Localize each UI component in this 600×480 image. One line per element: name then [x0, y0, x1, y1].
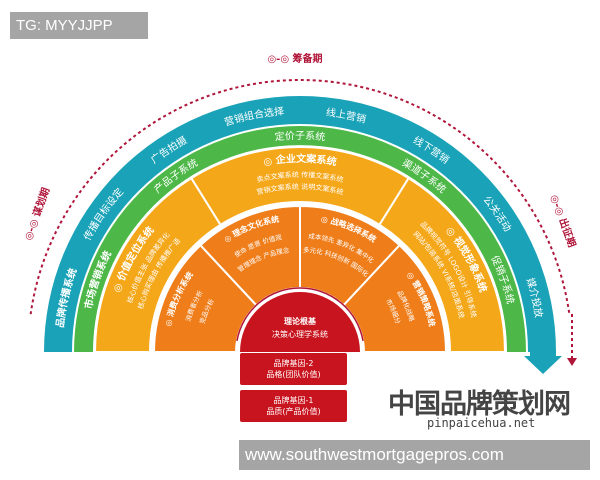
logo-domain: pinpaicehua.net [427, 416, 536, 430]
brand-gene-2-box: 品牌基因-2 品格(团队价值) [240, 353, 347, 385]
arrowhead-icon [567, 358, 577, 366]
ring-brand-communication [44, 96, 556, 352]
yellow-title-1: ◎ 企业文案系统 [263, 152, 338, 168]
core-arrow [236, 287, 364, 342]
segment-yellow-2 [378, 176, 507, 353]
period-arrow [29, 79, 571, 315]
logo-name: 中国品牌策划网 [388, 389, 571, 420]
period-left: ◎-◎ 谋划期 [21, 186, 52, 242]
core-subtitle: 决策心理学系统 [272, 329, 328, 339]
watermark-tag: TG: MYYJJPP [10, 12, 148, 39]
brand-gene-1-box: 品牌基因-1 品质(产品价值) [240, 390, 347, 422]
brand-gene-1-subtitle: 品质(产品价值) [266, 407, 321, 416]
core-title: 理论根基 [284, 316, 317, 326]
period-right: ◎-◎ 出征期 [548, 193, 579, 249]
period-top: ◎-◎ 筹备期 [267, 52, 322, 65]
green-label-2: 定价子系统 [274, 130, 326, 144]
core-semicircle [240, 292, 360, 352]
brand-gene-1-title: 品牌基因-1 [273, 396, 314, 405]
brand-gene-2-subtitle: 品格(团队价值) [266, 370, 321, 379]
url-bar: www.southwestmortgagepros.com [239, 440, 590, 470]
teal-arrow-icon [524, 352, 562, 374]
brand-gene-2-title: 品牌基因-2 [273, 359, 314, 368]
